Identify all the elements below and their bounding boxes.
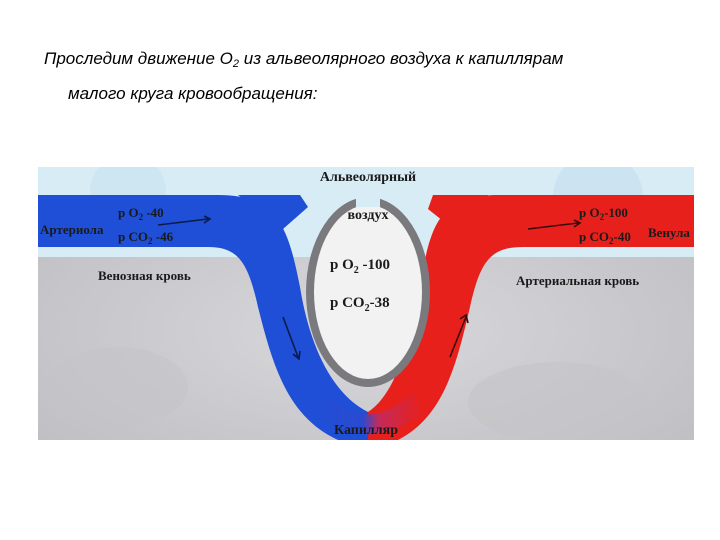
venule-label: Венула [648, 225, 690, 240]
alveolar-air-label: Альвеолярный [320, 170, 416, 185]
alveolus-pco2: р СО2-38 [330, 295, 390, 314]
venule-po2: р О2-100 [579, 205, 628, 222]
tissue-cell [48, 347, 188, 427]
arteriole-label: Артериола [40, 222, 104, 237]
diagram-canvas: Альвеолярный воздух р О2 -100 р СО2-38 А… [38, 167, 694, 440]
venous-vessel [38, 195, 368, 440]
capillary-vessel [313, 392, 423, 435]
tissue-cell [468, 362, 648, 440]
arterial-branch [428, 195, 488, 229]
alveolus-lumen [314, 205, 422, 379]
title-part2: из альвеолярного воздуха к капиллярам [239, 49, 564, 68]
alveolar-air-label-2: воздух [348, 208, 389, 223]
alveolus-opening [356, 167, 380, 207]
title-line2: малого круга кровообращения: [68, 84, 318, 103]
arterial-blood-label: Артериальная кровь [516, 273, 639, 288]
arterial-vessel [368, 195, 694, 440]
arteriole-po2: р О2 -40 [118, 205, 164, 222]
title-o2-subscript: 2 [232, 58, 240, 70]
slide-title: Проследим движение О2 из альвеолярного в… [44, 44, 684, 109]
arteriole-pco2: р СО2 -46 [118, 229, 174, 246]
venous-branch [238, 195, 308, 229]
title-part1: Проследим движение О [44, 49, 233, 68]
gas-exchange-diagram: Альвеолярный воздух р О2 -100 р СО2-38 А… [38, 167, 694, 440]
venule-pco2: р СО2-40 [579, 229, 631, 246]
alveolus-po2: р О2 -100 [330, 257, 390, 276]
capillary-label: Капилляр [334, 423, 398, 438]
arterial-flow-arrows [449, 219, 582, 358]
venous-blood-label: Венозная кровь [98, 268, 191, 283]
venous-flow-arrows [157, 215, 301, 361]
